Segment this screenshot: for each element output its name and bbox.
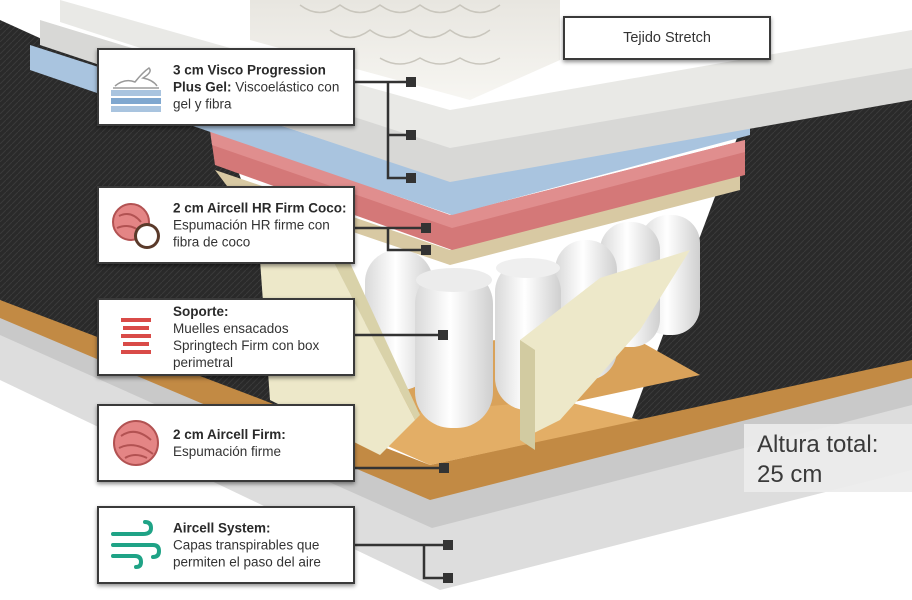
stretch-fabric-label: Tejido Stretch <box>563 16 771 60</box>
coco-foam-icon <box>112 203 160 249</box>
airflow-icon <box>111 520 162 569</box>
callout-hr-coco: 2 cm Aircell HR Firm Coco: Espumación HR… <box>97 186 355 264</box>
total-height-label: Altura total: 25 cm <box>744 424 912 492</box>
foam-roll-icon <box>113 420 159 466</box>
callout-firm: 2 cm Aircell Firm: Espumación firme <box>97 404 355 482</box>
spring-icon <box>121 318 151 354</box>
connector-lines <box>355 80 448 580</box>
firm-foam-edge <box>0 300 912 500</box>
stretch-fabric-top <box>250 0 560 100</box>
visco-gel-layer <box>30 45 750 215</box>
connector-dots <box>406 77 453 583</box>
perimeter-box-right <box>520 250 690 440</box>
side-fabric-right <box>620 40 912 450</box>
visco-gel-icon <box>111 67 161 112</box>
callout-springs: Soporte:Muelles ensacados Springtech Fir… <box>97 298 355 376</box>
callout-visco: 3 cm Visco Progression Plus Gel: Viscoel… <box>97 48 355 126</box>
callout-aircell: Aircell System:Capas transpirables que p… <box>97 506 355 584</box>
aircell-layer-lower <box>0 330 912 590</box>
